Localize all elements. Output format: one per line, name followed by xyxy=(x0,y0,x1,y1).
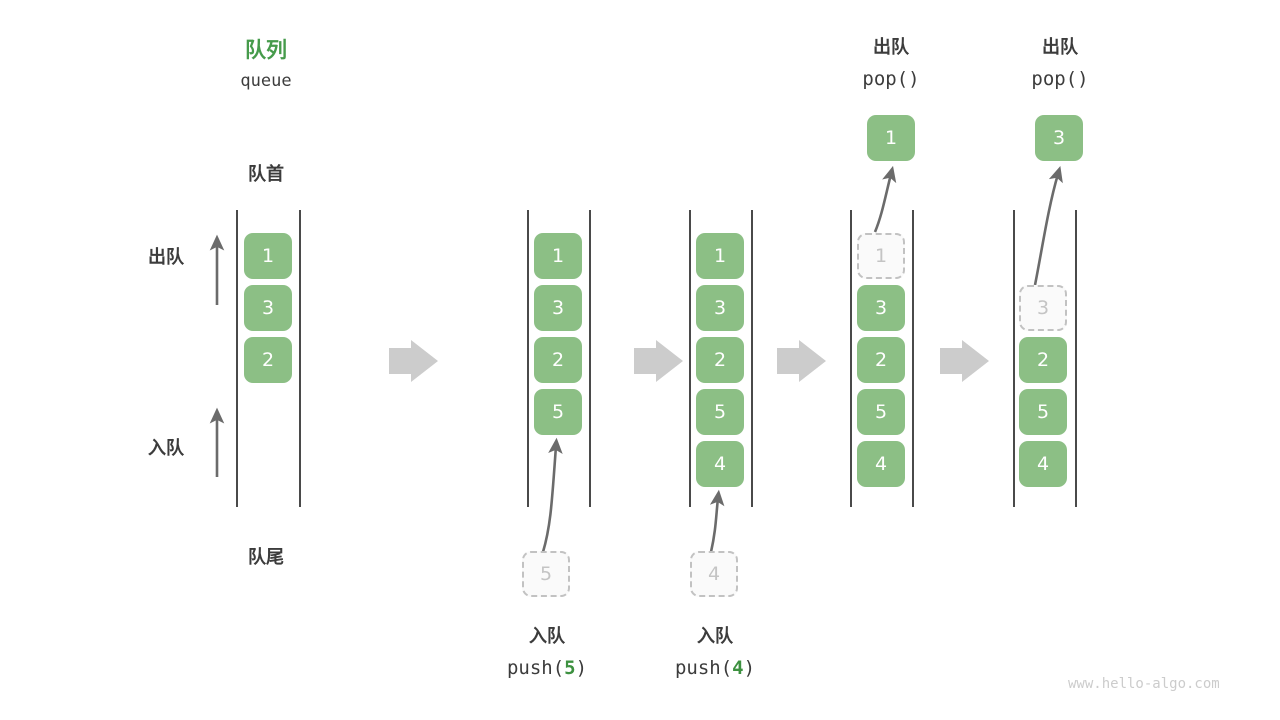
queue-rail-left-push4 xyxy=(689,210,691,507)
op-code-suffix: ) xyxy=(908,68,920,90)
queue-cell: 5 xyxy=(696,389,744,435)
queue-cell: 2 xyxy=(696,337,744,383)
dequeue-direction-label: 出队 xyxy=(148,247,184,268)
queue-rail-left-push5 xyxy=(527,210,529,507)
op-code-suffix: ) xyxy=(575,657,588,679)
queue-rail-left-initial xyxy=(236,210,238,507)
queue-cell: 4 xyxy=(1019,441,1067,487)
operation-label-code: push(4) xyxy=(635,657,795,679)
queue-cell: 3 xyxy=(696,285,744,331)
operation-label-cn: 入队 xyxy=(529,626,565,647)
queue-rail-right-initial xyxy=(299,210,301,507)
operation-label-cn: 出队 xyxy=(1042,37,1078,58)
pop-arrow-3 xyxy=(1033,166,1063,286)
page-subtitle: queue xyxy=(240,71,292,91)
queue-cell: 1 xyxy=(696,233,744,279)
watermark: www.hello-algo.com xyxy=(1068,676,1220,692)
queue-cell: 1 xyxy=(534,233,582,279)
queue-cell: 2 xyxy=(244,337,292,383)
queue-cell: 3 xyxy=(244,285,292,331)
queue-rear-label: 队尾 xyxy=(248,547,284,568)
queue-rail-right-pop3 xyxy=(1075,210,1077,507)
step-arrow-2 xyxy=(634,340,683,382)
pop-result-cell: 1 xyxy=(867,115,915,161)
step-arrow-1 xyxy=(389,340,438,382)
queue-rail-left-pop3 xyxy=(1013,210,1015,507)
step-arrow-3 xyxy=(777,340,826,382)
operation-label-cn: 入队 xyxy=(697,626,733,647)
queue-rail-right-push5 xyxy=(589,210,591,507)
queue-cell: 1 xyxy=(244,233,292,279)
queue-cell: 5 xyxy=(1019,389,1067,435)
queue-cell: 3 xyxy=(857,285,905,331)
push-arrow-4 xyxy=(709,489,725,553)
pop-arrow-1 xyxy=(873,165,897,233)
operation-label-code: pop() xyxy=(980,68,1140,90)
pop-result-cell: 3 xyxy=(1035,115,1083,161)
queue-front-label: 队首 xyxy=(248,164,284,185)
queue-cell: 4 xyxy=(857,441,905,487)
queue-rail-right-push4 xyxy=(751,210,753,507)
pop-source-cell: 1 xyxy=(857,233,905,279)
queue-cell: 2 xyxy=(857,337,905,383)
op-code-suffix: ) xyxy=(1077,68,1089,90)
op-code-prefix: push( xyxy=(674,657,733,679)
op-code-prefix: pop( xyxy=(1031,68,1078,90)
op-code-prefix: pop( xyxy=(862,68,909,90)
page-title: 队列 xyxy=(245,38,287,62)
queue-cell: 2 xyxy=(534,337,582,383)
step-arrow-4 xyxy=(940,340,989,382)
queue-rail-right-pop1 xyxy=(912,210,914,507)
push-arrow-5 xyxy=(541,437,563,553)
op-code-arg: 5 xyxy=(564,657,576,679)
op-code-suffix: ) xyxy=(743,657,756,679)
queue-rail-left-pop1 xyxy=(850,210,852,507)
operation-label-cn: 出队 xyxy=(873,37,909,58)
queue-cell-new: 4 xyxy=(696,441,744,487)
enqueue-direction-label: 入队 xyxy=(148,438,184,459)
queue-cell-new: 5 xyxy=(534,389,582,435)
operation-label-code: pop() xyxy=(811,68,971,90)
op-code-arg: 4 xyxy=(732,657,744,679)
push-source-cell: 4 xyxy=(690,551,738,597)
queue-cell: 2 xyxy=(1019,337,1067,383)
op-code-prefix: push( xyxy=(506,657,565,679)
queue-cell: 3 xyxy=(534,285,582,331)
queue-cell: 5 xyxy=(857,389,905,435)
pop-source-cell: 3 xyxy=(1019,285,1067,331)
push-source-cell: 5 xyxy=(522,551,570,597)
operation-label-code: push(5) xyxy=(467,657,627,679)
